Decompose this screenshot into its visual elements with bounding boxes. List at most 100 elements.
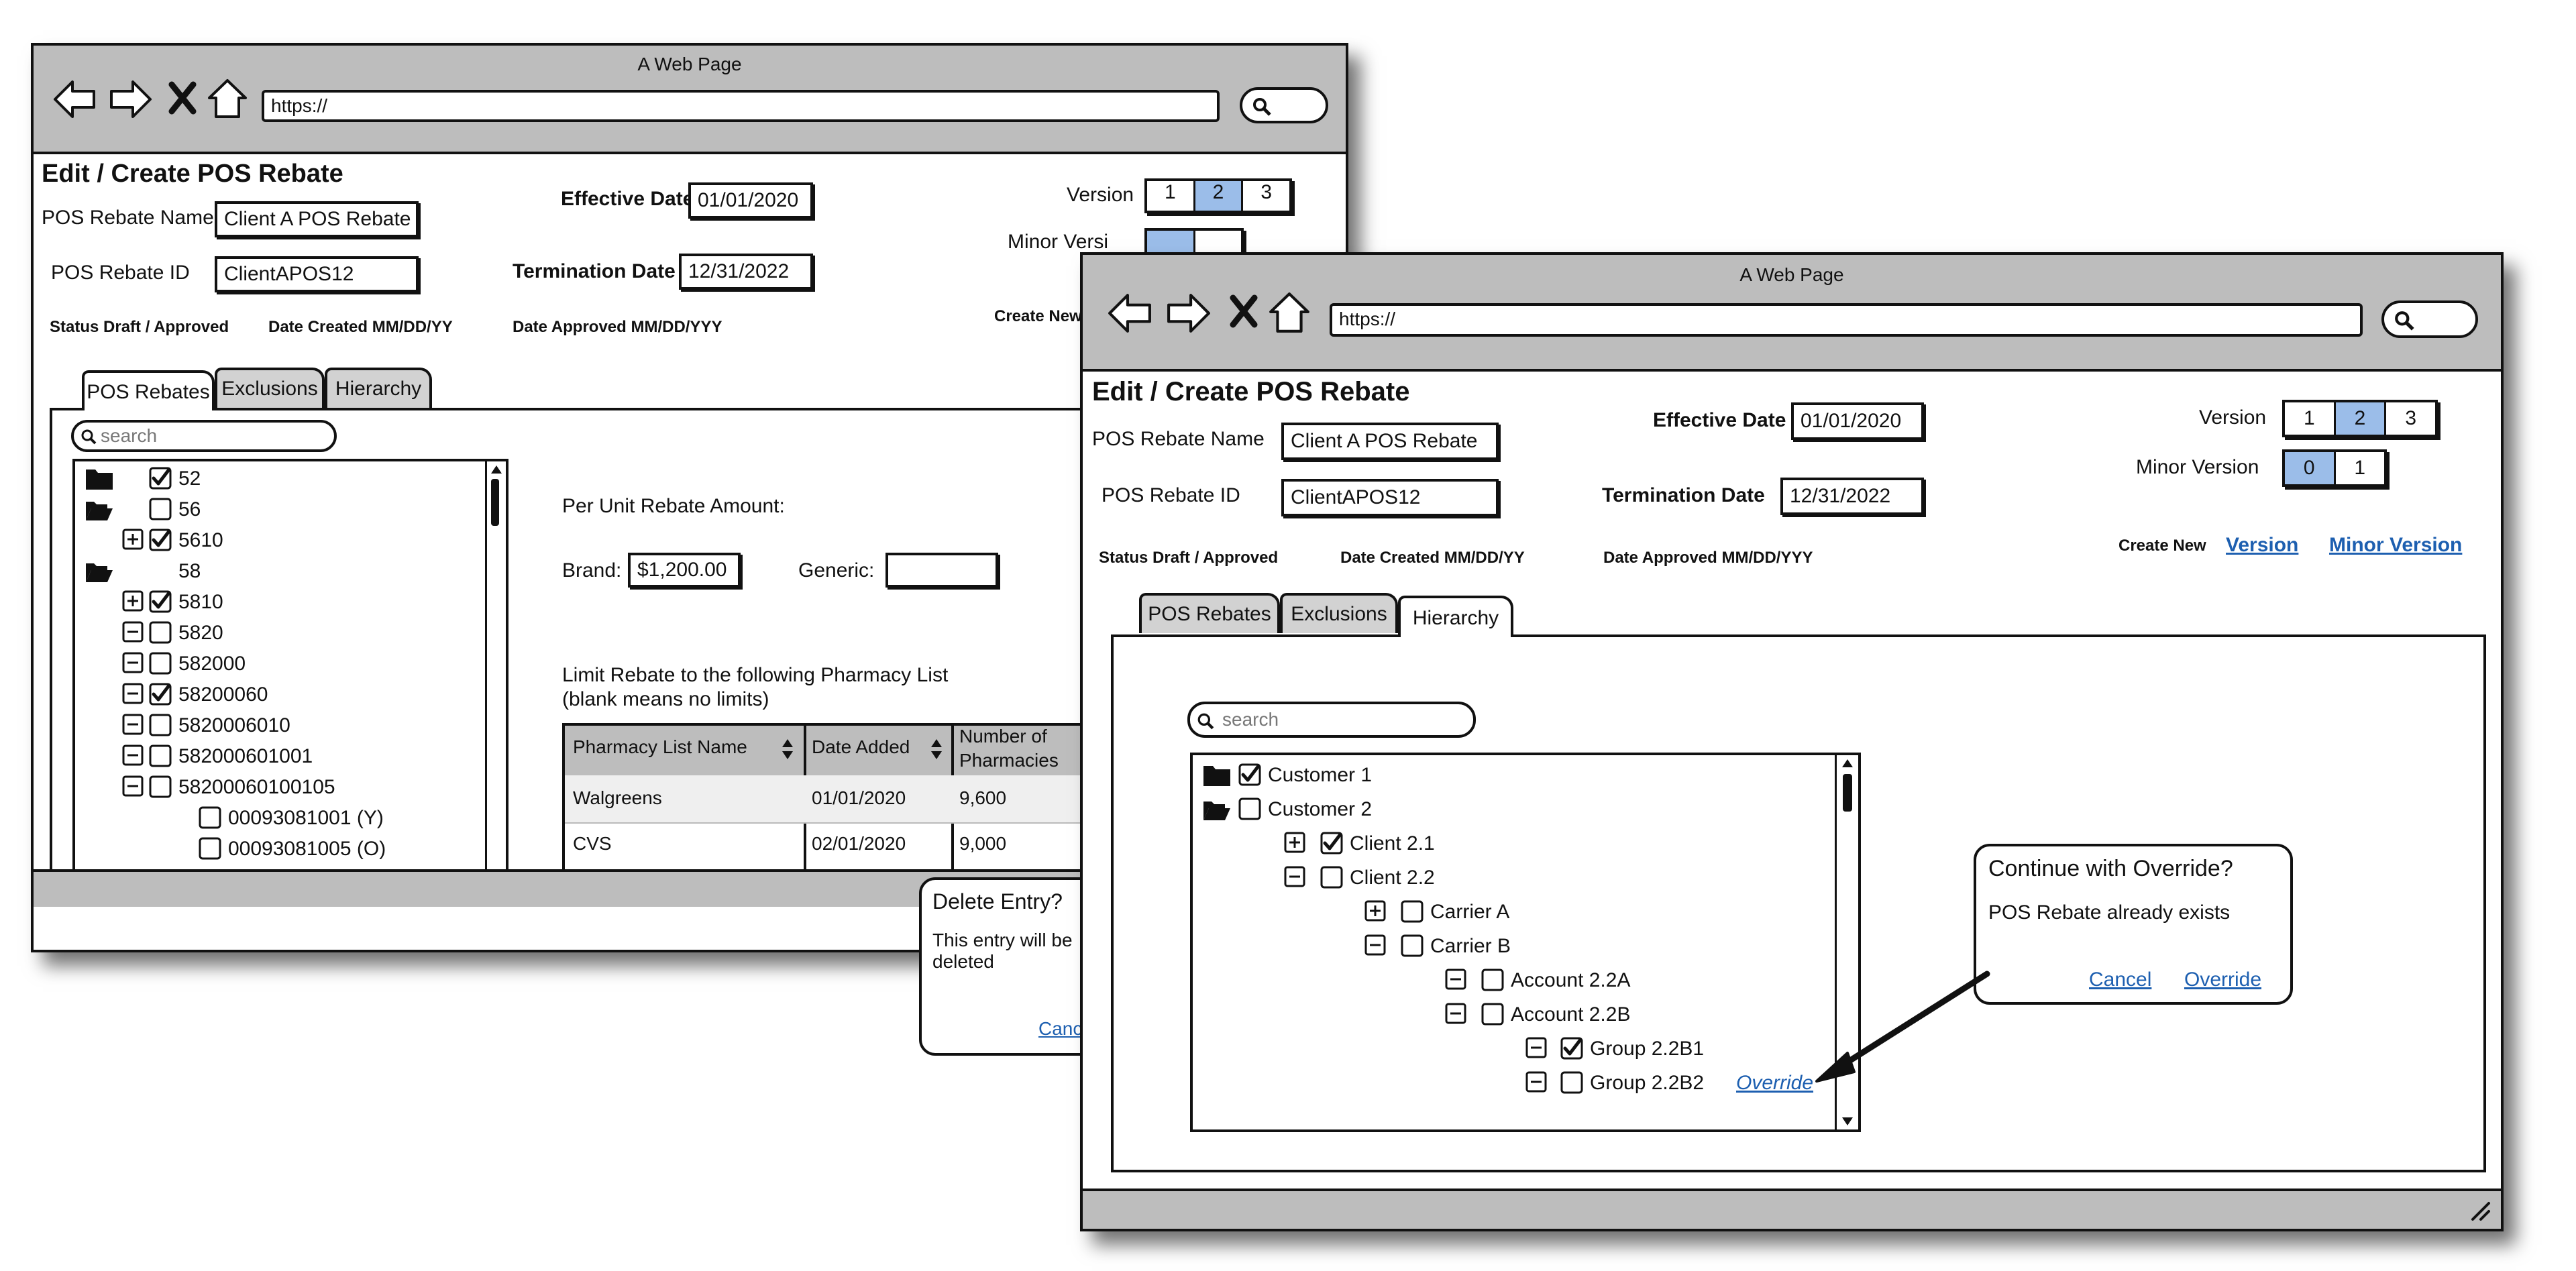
header-pharmacies[interactable]: Pharmacies xyxy=(959,750,1059,771)
header-date-added[interactable]: Date Added xyxy=(812,736,910,757)
front-tree-item[interactable]: Account 2.2A xyxy=(1511,969,1631,991)
home-icon[interactable] xyxy=(207,78,248,119)
override-link[interactable]: Override xyxy=(1736,1072,1814,1094)
checkbox-icon[interactable] xyxy=(199,806,221,832)
checkbox-icon[interactable] xyxy=(1560,1071,1583,1097)
front-effective-date-input[interactable]: 01/01/2020 xyxy=(1791,402,1924,440)
front-search-go-button[interactable] xyxy=(2381,300,2478,338)
brand-input[interactable]: $1,200.00 xyxy=(628,553,741,588)
back-version-1[interactable]: 1 xyxy=(1147,181,1195,211)
front-tab-exclusions[interactable]: Exclusions xyxy=(1280,593,1398,633)
scroll-up-icon[interactable] xyxy=(490,464,503,475)
back-tab-exclusions[interactable]: Exclusions xyxy=(215,368,325,408)
back-tree-item[interactable]: 5820 xyxy=(178,622,223,644)
checkbox-checked-icon[interactable] xyxy=(149,590,172,616)
front-tree-item[interactable]: Client 2.1 xyxy=(1350,832,1435,854)
front-tree-item[interactable]: Carrier B xyxy=(1430,935,1511,957)
sort-icon[interactable] xyxy=(781,738,794,761)
front-minor-version-1[interactable]: 1 xyxy=(2354,457,2366,479)
front-tab-pos-rebates[interactable]: POS Rebates xyxy=(1139,593,1280,633)
collapse-icon[interactable] xyxy=(1445,969,1466,993)
checkbox-checked-icon[interactable] xyxy=(1238,763,1261,789)
back-termination-date-input[interactable]: 12/31/2022 xyxy=(679,254,813,290)
back-arrow-icon[interactable] xyxy=(1107,292,1152,334)
checkbox-icon[interactable] xyxy=(1481,969,1504,995)
checkbox-icon[interactable] xyxy=(199,837,221,863)
checkbox-icon[interactable] xyxy=(149,775,172,802)
front-url-bar[interactable]: https:// xyxy=(1330,303,2363,337)
checkbox-icon[interactable] xyxy=(1401,934,1424,960)
collapse-icon[interactable] xyxy=(122,744,144,769)
back-tree-item[interactable]: 58200060100105 xyxy=(178,776,335,798)
front-version-3[interactable]: 3 xyxy=(2405,407,2417,429)
front-tree-item[interactable]: Customer 2 xyxy=(1268,798,1373,820)
checkbox-icon[interactable] xyxy=(1238,797,1261,824)
back-tree-item[interactable]: 58200060 xyxy=(178,683,268,706)
front-rebate-id-input[interactable]: ClientAPOS12 xyxy=(1281,479,1499,516)
scroll-thumb[interactable] xyxy=(1843,774,1852,812)
home-icon[interactable] xyxy=(1268,291,1311,334)
expand-icon[interactable] xyxy=(122,590,144,615)
front-version-2[interactable]: 2 xyxy=(2335,402,2387,435)
back-url-bar[interactable]: https:// xyxy=(262,90,1220,122)
forward-arrow-icon[interactable] xyxy=(109,79,153,119)
folder-open-icon[interactable] xyxy=(85,498,114,525)
folder-icon[interactable] xyxy=(1202,763,1232,791)
stop-icon[interactable] xyxy=(168,80,197,115)
checkbox-checked-icon[interactable] xyxy=(149,529,172,555)
checkbox-icon[interactable] xyxy=(149,714,172,740)
back-minor-version-0[interactable] xyxy=(1147,231,1195,252)
front-tree-item[interactable]: Group 2.2B1 xyxy=(1590,1038,1705,1060)
scroll-up-icon[interactable] xyxy=(1841,758,1854,769)
collapse-icon[interactable] xyxy=(122,714,144,738)
override-dialog-cancel-link[interactable]: Cancel xyxy=(2089,969,2152,991)
back-tree-item[interactable]: 5810 xyxy=(178,591,223,613)
scroll-down-icon[interactable] xyxy=(1841,1116,1854,1127)
checkbox-checked-icon[interactable] xyxy=(1560,1037,1583,1063)
header-pharmacy-list-name[interactable]: Pharmacy List Name xyxy=(573,736,747,757)
front-tree-item[interactable]: Customer 1 xyxy=(1268,764,1373,786)
front-rebate-name-input[interactable]: Client A POS Rebate xyxy=(1281,423,1499,460)
back-arrow-icon[interactable] xyxy=(52,79,97,119)
forward-arrow-icon[interactable] xyxy=(1166,292,1212,334)
back-search-input[interactable]: search xyxy=(71,420,337,452)
checkbox-icon[interactable] xyxy=(149,621,172,647)
back-tree-item[interactable]: 58 xyxy=(178,560,201,582)
create-version-link[interactable]: Version xyxy=(2226,534,2299,556)
collapse-icon[interactable] xyxy=(122,775,144,800)
folder-open-icon[interactable] xyxy=(85,559,114,587)
back-effective-date-input[interactable]: 01/01/2020 xyxy=(688,182,813,219)
back-tree-item[interactable]: 56 xyxy=(178,498,201,520)
checkbox-icon[interactable] xyxy=(1481,1003,1504,1029)
back-tab-hierarchy[interactable]: Hierarchy xyxy=(325,368,432,408)
collapse-icon[interactable] xyxy=(122,652,144,677)
front-tree-item[interactable]: Group 2.2B2 xyxy=(1590,1072,1705,1094)
back-tab-pos-rebates[interactable]: POS Rebates xyxy=(82,370,215,410)
front-search-input[interactable]: search xyxy=(1187,702,1476,738)
front-tree-item[interactable]: Client 2.2 xyxy=(1350,867,1435,889)
back-tree-item[interactable]: 00093081001 (Y) xyxy=(228,807,384,829)
collapse-icon[interactable] xyxy=(122,683,144,708)
back-tree-item[interactable]: 00093081005 (O) xyxy=(228,838,386,860)
checkbox-icon[interactable] xyxy=(149,744,172,771)
resize-grip-icon[interactable] xyxy=(2467,1198,2491,1222)
back-rebate-name-input[interactable]: Client A POS Rebate xyxy=(215,201,419,237)
front-minor-version-0[interactable]: 0 xyxy=(2285,452,2336,484)
front-tree-item[interactable]: Account 2.2B xyxy=(1511,1003,1631,1026)
generic-input[interactable] xyxy=(885,553,998,588)
checkbox-icon[interactable] xyxy=(1320,866,1343,892)
collapse-icon[interactable] xyxy=(1525,1037,1547,1062)
header-number-of[interactable]: Number of xyxy=(959,726,1047,747)
front-tab-hierarchy[interactable]: Hierarchy xyxy=(1398,596,1513,637)
back-tree-item[interactable]: 52 xyxy=(178,467,201,490)
collapse-icon[interactable] xyxy=(122,621,144,646)
collapse-icon[interactable] xyxy=(1525,1071,1547,1096)
expand-icon[interactable] xyxy=(122,529,144,553)
back-minor-version-1[interactable] xyxy=(1195,231,1242,252)
back-tree-item[interactable]: 582000601001 xyxy=(178,745,313,767)
stop-icon[interactable] xyxy=(1229,294,1258,329)
checkbox-icon[interactable] xyxy=(1401,900,1424,926)
create-minor-version-link[interactable]: Minor Version xyxy=(2329,534,2463,556)
scroll-thumb[interactable] xyxy=(491,479,499,526)
front-tree-item[interactable]: Carrier A xyxy=(1430,901,1510,923)
